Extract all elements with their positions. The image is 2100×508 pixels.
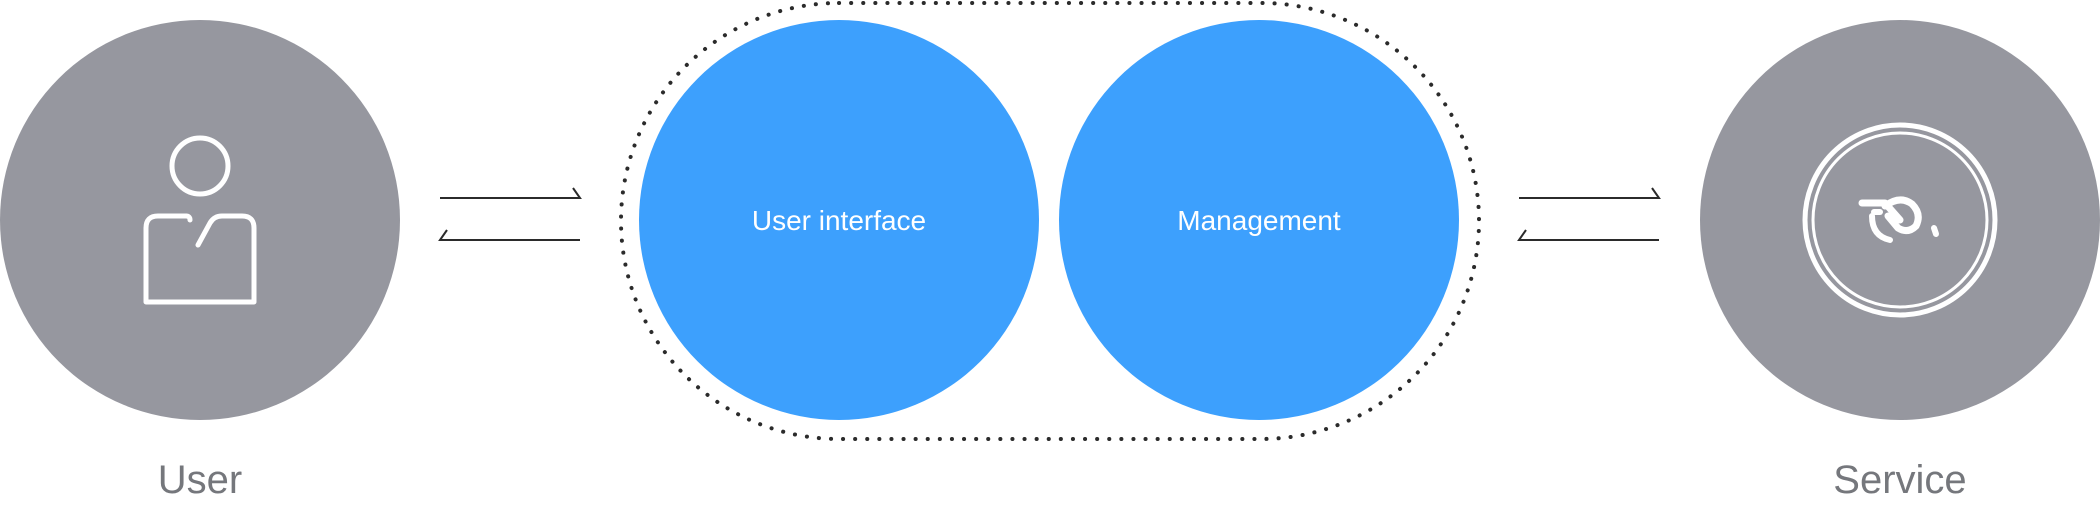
management-label: Management <box>1177 205 1341 236</box>
user-circle <box>0 20 400 420</box>
user-node: User <box>0 20 400 502</box>
connector-platform-service <box>1517 187 1661 241</box>
service-node: Service <box>1700 20 2100 502</box>
arrow-left <box>438 229 580 241</box>
connector-user-platform <box>438 187 582 241</box>
service-disc-icon <box>1802 122 1998 318</box>
arrow-right <box>1519 187 1661 199</box>
arrow-left <box>1517 229 1659 241</box>
user-interface-circle <box>639 20 1039 420</box>
user-label: User <box>158 458 242 502</box>
management-circle <box>1059 20 1459 420</box>
arrow-right <box>440 187 582 199</box>
person-icon <box>143 135 257 305</box>
platform-group-boundary <box>619 1 1481 441</box>
management-node: Management <box>1059 20 1459 420</box>
user-interface-node: User interface <box>639 20 1039 420</box>
service-label: Service <box>1833 458 1966 502</box>
user-interface-label: User interface <box>752 205 926 236</box>
